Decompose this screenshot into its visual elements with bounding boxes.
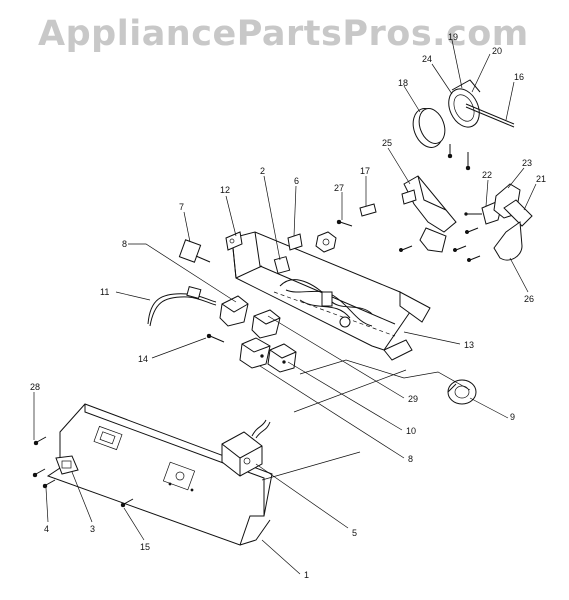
actuator-lever [401,175,457,253]
thermostat-box [221,419,271,477]
label-12: 12 [220,185,230,195]
label-13: 13 [464,340,474,350]
label-15: 15 [140,542,150,552]
label-8-upper: 8 [122,239,127,249]
label-29: 29 [408,394,418,404]
label-27: 27 [334,183,344,193]
leader-lines [33,39,537,575]
label-7: 7 [179,202,184,212]
spacer-17 [359,203,377,217]
label-5: 5 [352,528,357,538]
watermark-logo: AppliancePartsPros.com [38,14,529,54]
wire-harness [273,256,373,328]
control-panel [46,403,273,546]
label-4: 4 [44,524,49,534]
motor-clamp [447,79,481,171]
label-24: 24 [422,54,432,64]
label-17: 17 [360,166,370,176]
label-2: 2 [260,166,265,176]
dispenser-arm [493,199,533,261]
label-21: 21 [536,174,546,184]
label-19: 19 [448,32,458,42]
terminal-block-lower [239,337,297,373]
label-9: 9 [510,412,515,422]
terminal-block-upper [219,295,281,339]
part-labels: 1 2 3 4 5 6 7 8 8 9 10 11 12 13 14 15 16… [30,32,546,580]
label-18: 18 [398,78,408,88]
screws-upper [398,227,481,263]
screw-14 [206,333,225,343]
label-8-lower: 8 [408,454,413,464]
label-28: 28 [30,382,40,392]
screw-27 [336,219,353,227]
label-26: 26 [524,294,534,304]
label-16: 16 [514,72,524,82]
label-3: 3 [90,524,95,534]
relay-clip [287,233,303,251]
label-22: 22 [482,170,492,180]
label-20: 20 [492,46,502,56]
screws-lower [32,436,134,508]
motor-disc [412,108,446,148]
label-14: 14 [138,354,148,364]
rocker-switch [55,455,79,475]
drive-rod [465,103,515,128]
label-10: 10 [406,426,416,436]
label-25: 25 [382,138,392,148]
label-6: 6 [294,176,299,186]
hex-nut [315,231,337,253]
label-11: 11 [100,287,109,297]
label-1: 1 [304,570,309,580]
connector-7 [178,239,211,263]
wire-lead [147,285,217,327]
control-knob [447,379,477,405]
label-23: 23 [522,158,532,168]
